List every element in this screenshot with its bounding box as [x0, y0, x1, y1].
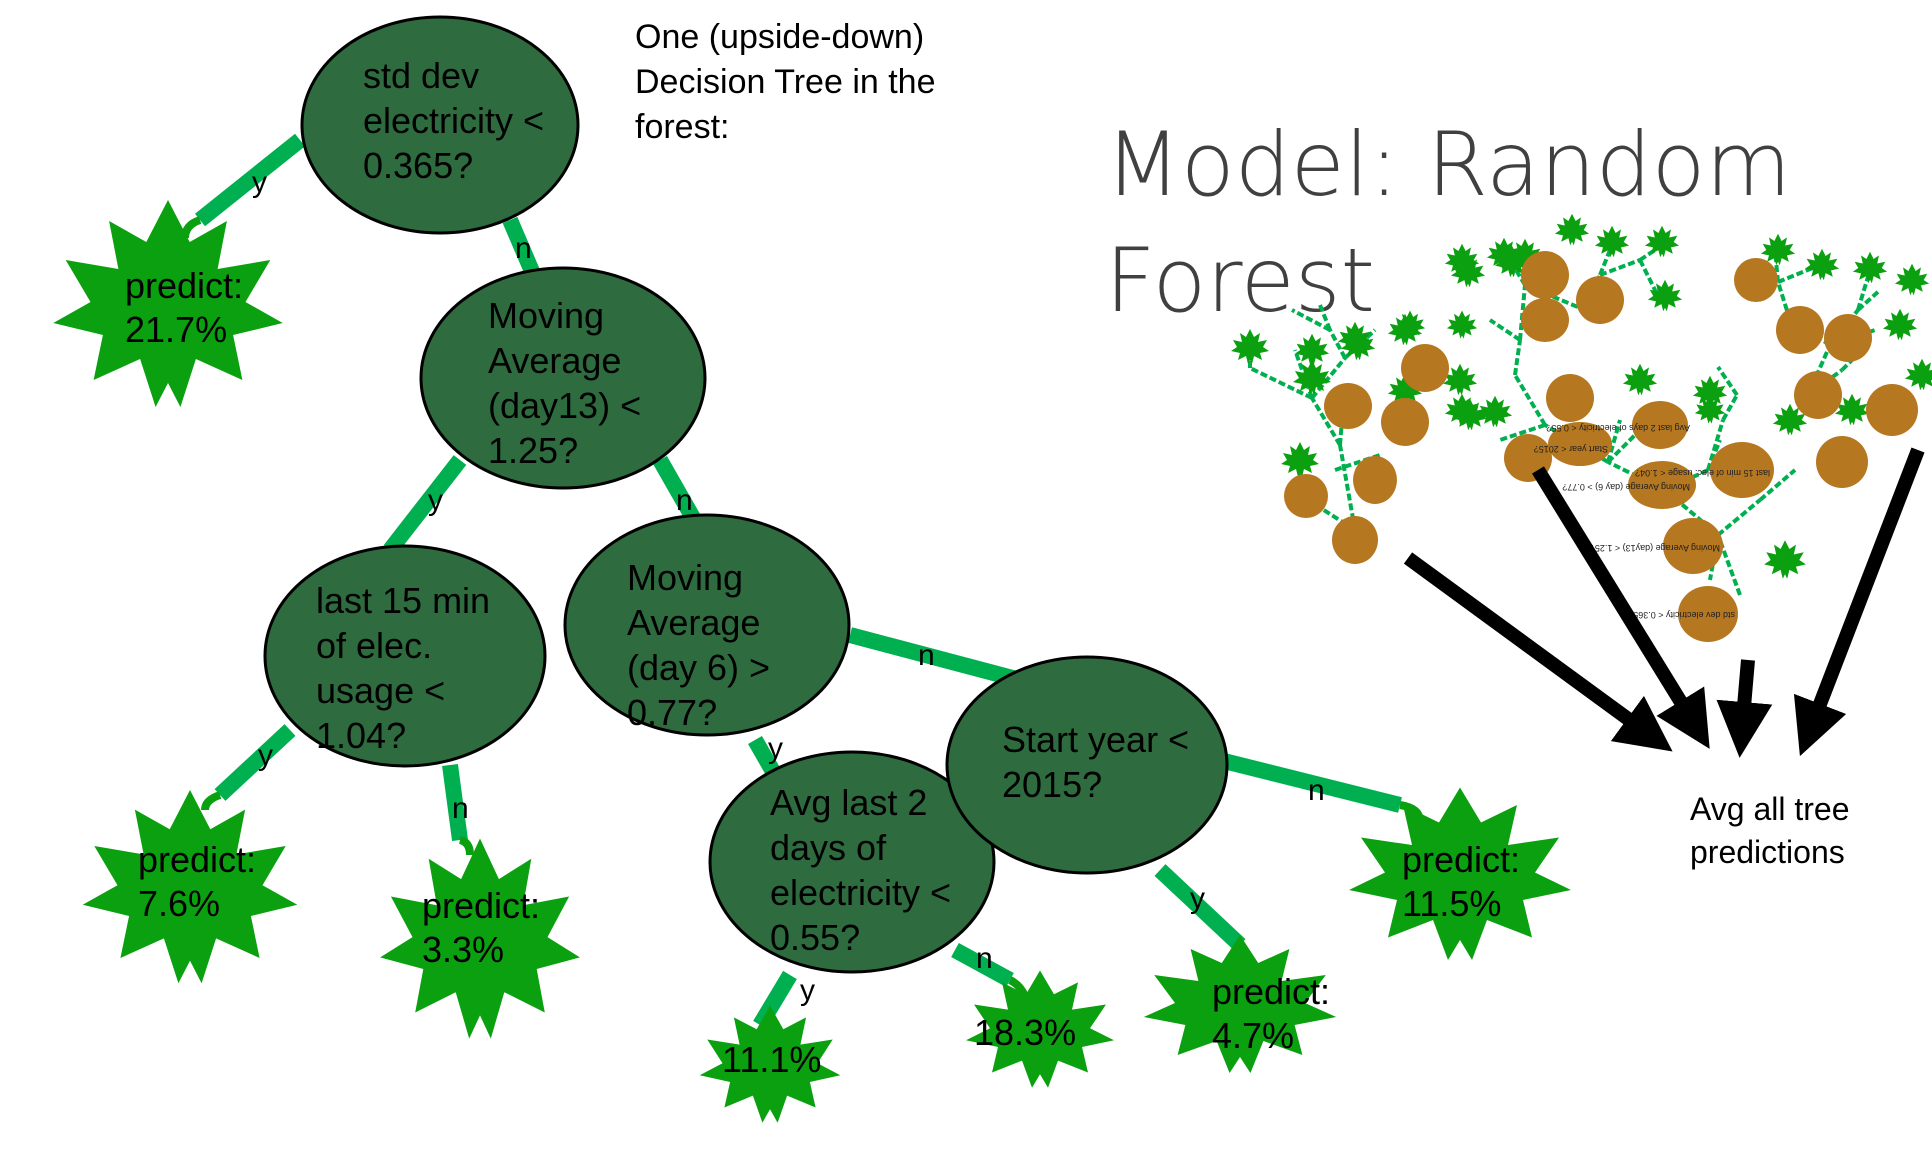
arrow-3: [1716, 659, 1773, 758]
edge-label-start-no: n: [1308, 774, 1325, 807]
edge-label-avg2-yes: y: [800, 974, 815, 1007]
branch-avg2-l5: [951, 942, 1014, 988]
branch-last15-l2: [214, 724, 296, 801]
forest-nodes: [1284, 251, 1918, 642]
leaf-l7-label: predict:11.5%: [1402, 839, 1520, 924]
edge-labels: y n y n y n n y n y y n: [252, 166, 1325, 1007]
leaf-l1-label: predict:21.7%: [125, 265, 243, 350]
node-last15-shape: [263, 544, 547, 768]
leaf-l2-label: predict:7.6%: [138, 839, 256, 924]
edge-label-start-yes: y: [1190, 882, 1205, 915]
mini-label-c: last 15 min of elec. usage < 1.04?: [1635, 468, 1770, 478]
branch-last15-l3: [442, 763, 468, 842]
leaf-stems: [181, 216, 1424, 1042]
leaf-l3-label: predict:3.3%: [422, 885, 540, 970]
branch-ma6-avg2: [748, 736, 782, 779]
arrow-2: [1532, 466, 1710, 749]
mini-label-b: Moving Average (day13) < 1.25?: [1590, 543, 1720, 553]
forest-illustration: std dev electricity < 0.365? Moving Aver…: [1231, 213, 1932, 642]
leaf-labels: predict:21.7% predict:7.6% predict:3.3% …: [125, 265, 1520, 1080]
arrow-4: [1793, 447, 1925, 757]
mini-label-a: std dev electricity < 0.365?: [1628, 610, 1735, 620]
main-tree-branches: [195, 133, 1402, 1030]
node-avg2-shape: [708, 750, 996, 974]
mini-label-d: Moving Average (day 6) > 0.77?: [1562, 482, 1690, 492]
leaf-l5-label: 18.3%: [974, 1012, 1076, 1053]
branch-root-l1: [195, 133, 305, 227]
arrow-1: [1403, 552, 1673, 752]
node-start-shape: [945, 655, 1229, 875]
mini-label-f: Avg last 2 days of electricity < 0.55?: [1546, 423, 1690, 433]
edge-label-last15-no: n: [452, 792, 469, 825]
branch-ma6-start: [847, 627, 1023, 688]
node-ma13-shape: [419, 266, 707, 490]
branch-start-l6: [1154, 864, 1246, 951]
edge-label-ma6-yes: y: [768, 732, 783, 765]
node-ma6-shape: [563, 513, 851, 737]
edge-label-ma13-no: n: [676, 484, 693, 517]
forest-node-labels: std dev electricity < 0.365? Moving Aver…: [1534, 423, 1770, 620]
edge-label-root-no: n: [515, 232, 532, 265]
mini-label-e: Start year < 2015?: [1534, 444, 1608, 454]
branch-start-l7: [1218, 752, 1402, 813]
node-root-shape: [300, 15, 580, 235]
aggregation-arrows: [1403, 447, 1925, 758]
edge-label-root-yes: y: [252, 166, 267, 199]
leaf-l4-label: 11.1%: [722, 1039, 821, 1080]
edge-label-last15-yes: y: [258, 739, 273, 772]
edge-label-avg2-no: n: [976, 942, 993, 975]
leaf-l6-label: predict:4.7%: [1212, 971, 1330, 1056]
edge-label-ma6-no: n: [918, 639, 935, 672]
node-start-label: Start year <2015?: [1002, 719, 1189, 805]
branch-ma13-last15: [383, 455, 467, 555]
edge-label-ma13-yes: y: [428, 484, 443, 517]
